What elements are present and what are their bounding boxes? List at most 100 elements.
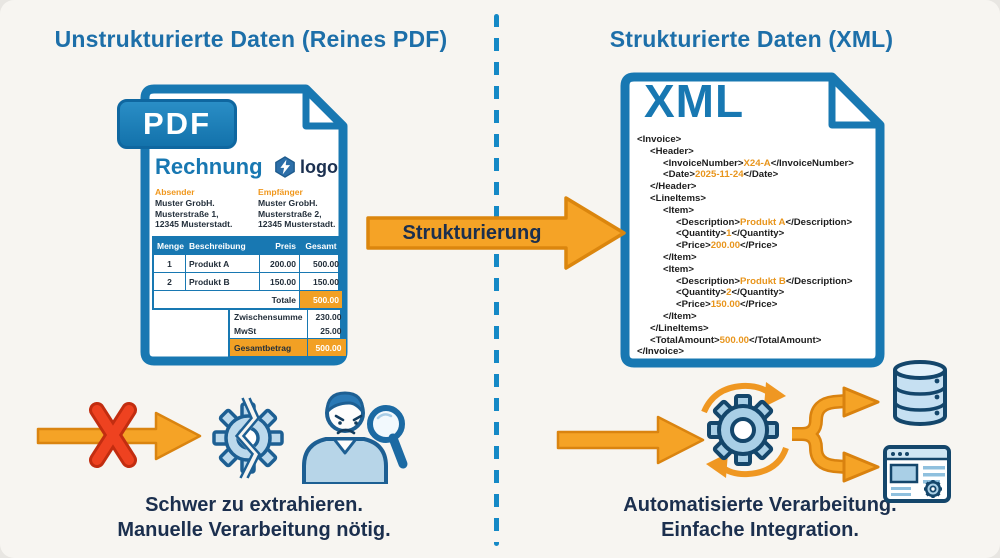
table-header-cell: Gesamt bbox=[300, 238, 342, 255]
xml-tag: </Item> bbox=[663, 251, 697, 263]
xml-code-line: <InvoiceNumber>X24-A</InvoiceNumber> bbox=[637, 158, 869, 170]
xml-value: Produkt B bbox=[739, 275, 786, 287]
xml-tag: </LineItems> bbox=[650, 322, 709, 334]
text-line: Musterstraße 1, bbox=[155, 208, 219, 219]
xml-tag: <Price> bbox=[676, 299, 711, 311]
text-line: Manuelle Verarbeitung nötig. bbox=[117, 519, 391, 541]
xml-code-line: <Date>2025-11-24</Date> bbox=[637, 169, 869, 181]
xml-badge: XML bbox=[644, 75, 745, 127]
table-total-label: Totale bbox=[154, 291, 300, 308]
database-icon bbox=[893, 360, 947, 426]
xml-tag: </Date> bbox=[743, 169, 779, 181]
sender-label: Absender bbox=[155, 187, 195, 197]
text-line: 12345 Musterstadt. bbox=[258, 219, 336, 230]
xml-tag: </Description> bbox=[785, 216, 853, 228]
xml-code-line: </Item> bbox=[637, 311, 869, 323]
xml-code-line: </Item> bbox=[637, 252, 869, 264]
table-cell: 2 bbox=[154, 273, 186, 291]
summary-value: 230.00 bbox=[315, 312, 342, 322]
xml-code-line: </LineItems> bbox=[637, 323, 869, 335]
xml-tag: <Invoice> bbox=[637, 134, 682, 145]
xml-tag: <Description> bbox=[676, 216, 740, 228]
xml-value: 2025-11-24 bbox=[695, 169, 744, 181]
xml-tag: <Item> bbox=[663, 204, 694, 216]
web-app-icon bbox=[883, 445, 951, 503]
table-cell: 150.00 bbox=[260, 273, 300, 291]
xml-code-line: <Item> bbox=[637, 264, 869, 276]
logo-text: logo bbox=[300, 156, 338, 177]
divider-dashed-line bbox=[494, 14, 499, 546]
xml-tag: <Quantity> bbox=[676, 228, 727, 240]
sender-block: Absender Muster GrobH.Musterstraße 1,123… bbox=[155, 187, 257, 230]
page-title-left: Unstrukturierte Daten (Reines PDF) bbox=[54, 26, 448, 52]
document-page-icon bbox=[620, 72, 885, 368]
xml-value: 500.00 bbox=[719, 334, 749, 346]
company-logo: logo bbox=[274, 156, 338, 178]
branch-arrow-icon bbox=[792, 386, 880, 483]
xml-value: 200.00 bbox=[710, 240, 741, 252]
table-total-value: 500.00 bbox=[300, 291, 342, 308]
xml-code-line: <Description>Produkt B</Description> bbox=[637, 276, 869, 288]
caption-right: Automatisierte Verarbeitung.Einfache Int… bbox=[532, 493, 988, 543]
xml-code-line: <Quantity>1</Quantity> bbox=[637, 228, 869, 240]
table-header-cell: Menge bbox=[154, 238, 186, 255]
text-line: Muster GrobH. bbox=[258, 198, 318, 209]
xml-tag: <Price> bbox=[676, 240, 711, 252]
xml-tag: <LineItems> bbox=[650, 192, 706, 204]
xml-code-line: <Quantity>2</Quantity> bbox=[637, 287, 869, 299]
xml-tag: </Header> bbox=[650, 181, 697, 193]
red-x-icon bbox=[89, 402, 137, 468]
transform-arrow bbox=[366, 196, 626, 270]
table-cell: 150.00 bbox=[300, 273, 342, 291]
xml-tag: </Description> bbox=[785, 275, 853, 287]
summary-grand-label: Gesamtbetrag bbox=[230, 338, 308, 356]
flow-arrow-icon bbox=[556, 415, 705, 465]
page-title-right: Strukturierte Daten (XML) bbox=[609, 26, 894, 52]
table-header-cell: Beschreibung bbox=[186, 238, 260, 255]
pdf-document: PDF Rechnung logo Absender Muster GrobH.… bbox=[117, 84, 348, 366]
xml-tag: </Invoice> bbox=[637, 346, 684, 358]
xml-code-line: </Invoice> bbox=[637, 346, 869, 358]
text-line: Musterstraße 2, bbox=[258, 208, 322, 219]
table-cell: 500.00 bbox=[300, 255, 342, 273]
xml-document: XML <Invoice><Header><InvoiceNumber>X24-… bbox=[620, 72, 885, 368]
text-line: Einfache Integration. bbox=[661, 519, 859, 541]
xml-value: 150.00 bbox=[710, 299, 741, 311]
summary-label: MwSt bbox=[230, 324, 308, 338]
frustrated-person-magnifier-icon bbox=[302, 391, 408, 484]
xml-value: 1 bbox=[726, 228, 732, 240]
xml-value: 2 bbox=[726, 287, 732, 299]
xml-tag: <Date> bbox=[663, 169, 695, 181]
invoice-heading: Rechnung bbox=[155, 154, 263, 179]
xml-code-line: <Invoice> bbox=[637, 134, 869, 146]
table-cell: Produkt B bbox=[186, 273, 260, 291]
xml-code-line: <LineItems> bbox=[637, 193, 869, 205]
xml-code-line: <Description>Produkt A</Description> bbox=[637, 217, 869, 229]
table-cell: 1 bbox=[154, 255, 186, 273]
summary-label: Zwischensumme bbox=[230, 310, 308, 324]
xml-tag: <Quantity> bbox=[676, 287, 727, 299]
xml-tag: </TotalAmount> bbox=[749, 334, 822, 346]
xml-code-line: <Header> bbox=[637, 146, 869, 158]
xml-tag: <Item> bbox=[663, 263, 694, 275]
xml-code-line: <Price>200.00</Price> bbox=[637, 240, 869, 252]
text-line: Schwer zu extrahieren. bbox=[145, 494, 363, 516]
table-cell: 200.00 bbox=[260, 255, 300, 273]
text-line: 12345 Musterstadt. bbox=[155, 219, 233, 230]
text-line: Muster GrobH. bbox=[155, 198, 215, 209]
recipient-block: Empfänger Muster GrobH.Musterstraße 2,12… bbox=[258, 187, 360, 230]
xml-code-line: <Price>150.00</Price> bbox=[637, 299, 869, 311]
xml-value: Produkt A bbox=[739, 216, 786, 228]
sender-lines: Muster GrobH.Musterstraße 1,12345 Muster… bbox=[155, 198, 257, 230]
pdf-badge: PDF bbox=[117, 99, 237, 149]
table-header-cell: Preis bbox=[260, 238, 300, 255]
recipient-label: Empfänger bbox=[258, 187, 303, 197]
xml-tag: </Price> bbox=[740, 299, 778, 311]
xml-tag: <Header> bbox=[650, 145, 694, 157]
xml-tag: <TotalAmount> bbox=[650, 334, 720, 346]
xml-tag: <InvoiceNumber> bbox=[663, 157, 744, 169]
xml-tag: </InvoiceNumber> bbox=[770, 157, 854, 169]
